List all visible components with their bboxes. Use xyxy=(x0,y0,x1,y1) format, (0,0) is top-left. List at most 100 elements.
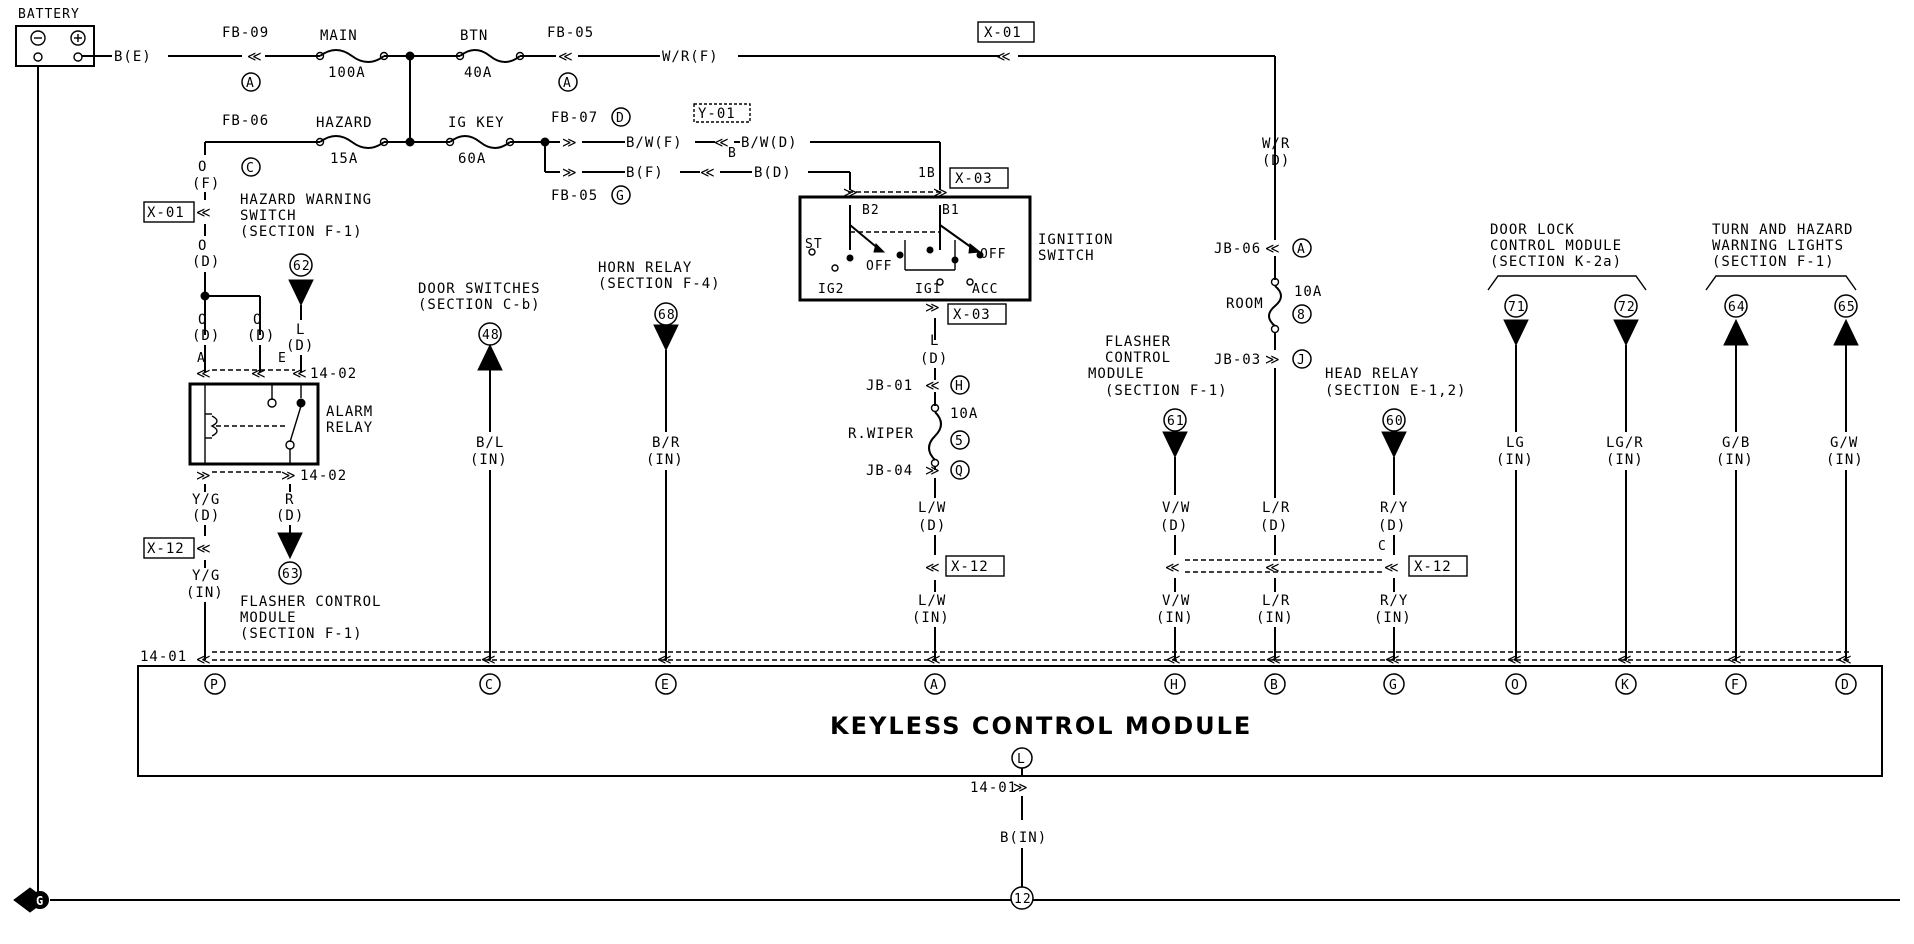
conn-c1401b: 14-01 xyxy=(970,780,1017,796)
svg-text:(IN): (IN) xyxy=(1156,610,1194,626)
svg-text:A: A xyxy=(197,351,206,366)
conn-fb06: FB-06 xyxy=(222,113,269,129)
module-pin-c xyxy=(479,673,501,695)
ref-a1 xyxy=(241,72,261,92)
svg-text:L/R: L/R xyxy=(1262,500,1290,516)
svg-text:(IN): (IN) xyxy=(1716,452,1754,468)
svg-text:≪: ≪ xyxy=(1166,652,1182,668)
ref-63 xyxy=(278,561,302,585)
svg-text:OFF: OFF xyxy=(866,259,892,274)
svg-text:L: L xyxy=(296,322,305,338)
door-switches-label-2: (SECTION C-b) xyxy=(418,297,541,313)
horn-relay-label-1: HORN RELAY xyxy=(598,260,692,276)
ref-60 xyxy=(1382,408,1406,432)
svg-text:G/B: G/B xyxy=(1722,435,1750,451)
ref-64 xyxy=(1724,294,1748,318)
svg-text:B/R: B/R xyxy=(652,435,680,451)
svg-text:L/W: L/W xyxy=(918,500,946,516)
svg-text:G: G xyxy=(1389,678,1398,693)
fuse-btn-rating: 40A xyxy=(464,65,492,81)
module-pin-o xyxy=(1505,673,1527,695)
svg-text:IG1: IG1 xyxy=(915,282,941,297)
svg-text:≪: ≪ xyxy=(925,560,941,576)
keyless-control-module: P C E A H B G O K F D KEYLESS CONTROL MO… xyxy=(137,665,1883,777)
svg-text:10A: 10A xyxy=(950,406,978,422)
wire-b-in: B(IN) xyxy=(1000,830,1047,846)
svg-text:R: R xyxy=(285,492,294,508)
svg-text:≪: ≪ xyxy=(1617,652,1633,668)
svg-text:A: A xyxy=(1297,242,1306,257)
svg-text:1B: 1B xyxy=(918,166,936,181)
ref-a2 xyxy=(558,72,578,92)
flasher-ctrl-2-label-1: FLASHER xyxy=(1105,334,1171,350)
svg-text:≪: ≪ xyxy=(196,205,212,221)
svg-text:64: 64 xyxy=(1728,300,1746,315)
arrow-down-icon xyxy=(1613,319,1639,347)
svg-text:O: O xyxy=(198,159,207,175)
conn-c1402a: 14-02 xyxy=(310,366,357,382)
svg-text:≪: ≪ xyxy=(925,378,941,394)
conn-x03a: X-03 xyxy=(955,171,993,187)
svg-text:≪: ≪ xyxy=(926,652,942,668)
fuse-main-rating: 100A xyxy=(328,65,366,81)
wire-bw-f: B/W(F) xyxy=(626,135,683,151)
svg-text:10A: 10A xyxy=(1294,284,1322,300)
svg-text:D: D xyxy=(616,111,625,126)
svg-text:(D): (D) xyxy=(1260,518,1288,534)
svg-text:≪: ≪ xyxy=(558,49,574,65)
svg-text:LG: LG xyxy=(1506,435,1525,451)
svg-text:≪: ≪ xyxy=(196,652,212,668)
flasher-ctrl-2-label-3: MODULE xyxy=(1088,366,1145,382)
turn-hazard-label-1: TURN AND HAZARD xyxy=(1712,222,1853,238)
svg-text:F: F xyxy=(1731,678,1740,693)
svg-text:LG/R: LG/R xyxy=(1606,435,1644,451)
conn-x01a: X-01 xyxy=(984,25,1022,41)
head-relay-label-2: (SECTION E-1,2) xyxy=(1325,383,1466,399)
svg-text:≪: ≪ xyxy=(292,366,308,382)
svg-text:B/L: B/L xyxy=(476,435,504,451)
ref-jb04 xyxy=(950,460,970,480)
svg-text:K: K xyxy=(1621,678,1630,693)
svg-text:L: L xyxy=(930,333,939,349)
ref-jb06 xyxy=(1292,238,1312,258)
svg-text:H: H xyxy=(1170,678,1179,693)
fuse-igkey-name: IG KEY xyxy=(448,115,505,131)
battery-positive-icon xyxy=(70,30,86,46)
fuse-main-icon xyxy=(319,49,385,63)
svg-text:D: D xyxy=(1841,678,1850,693)
wire-wr-f: W/R(F) xyxy=(662,49,719,65)
svg-text:72: 72 xyxy=(1618,300,1636,315)
conn-x03b: X-03 xyxy=(953,307,991,323)
svg-text:≪: ≪ xyxy=(1507,652,1523,668)
wire-b-f: B(F) xyxy=(626,165,664,181)
flasher-ctrl-2-label-2: CONTROL xyxy=(1105,350,1171,366)
conn-x12b: X-12 xyxy=(951,559,989,575)
horn-relay-label-2: (SECTION F-4) xyxy=(598,276,721,292)
svg-text:O: O xyxy=(198,312,207,328)
svg-text:≫: ≫ xyxy=(562,135,578,151)
fuse-igkey-icon xyxy=(449,135,511,149)
svg-text:(F): (F) xyxy=(192,176,220,192)
ref-65 xyxy=(1834,294,1858,318)
svg-text:C: C xyxy=(485,678,494,693)
door-lock-label-3: (SECTION K-2a) xyxy=(1490,254,1622,270)
module-pin-f xyxy=(1725,673,1747,695)
turn-hazard-label-3: (SECTION F-1) xyxy=(1712,254,1835,270)
conn-x12c: X-12 xyxy=(1414,559,1452,575)
fuse-rwiper-icon xyxy=(928,411,942,461)
arrow-up-icon xyxy=(477,343,503,371)
module-pin-h xyxy=(1164,673,1186,695)
svg-text:≫: ≫ xyxy=(281,468,297,484)
svg-text:(D): (D) xyxy=(920,351,948,367)
svg-text:≪: ≪ xyxy=(196,541,212,557)
conn-jb04: JB-04 xyxy=(866,463,913,479)
svg-text:(IN): (IN) xyxy=(186,585,224,601)
ignition-switch: 1B X-03 ≫ ≫ B2 B1 ST OFF OFF IG2 IG1 ACC… xyxy=(798,166,1112,302)
hazard-switch-label-2: SWITCH xyxy=(240,208,297,224)
svg-text:(IN): (IN) xyxy=(1374,610,1412,626)
svg-text:(D): (D) xyxy=(1160,518,1188,534)
svg-text:60: 60 xyxy=(1386,414,1404,429)
svg-text:≫: ≫ xyxy=(196,468,212,484)
flasher-ctrl-1-label-2: MODULE xyxy=(240,610,297,626)
